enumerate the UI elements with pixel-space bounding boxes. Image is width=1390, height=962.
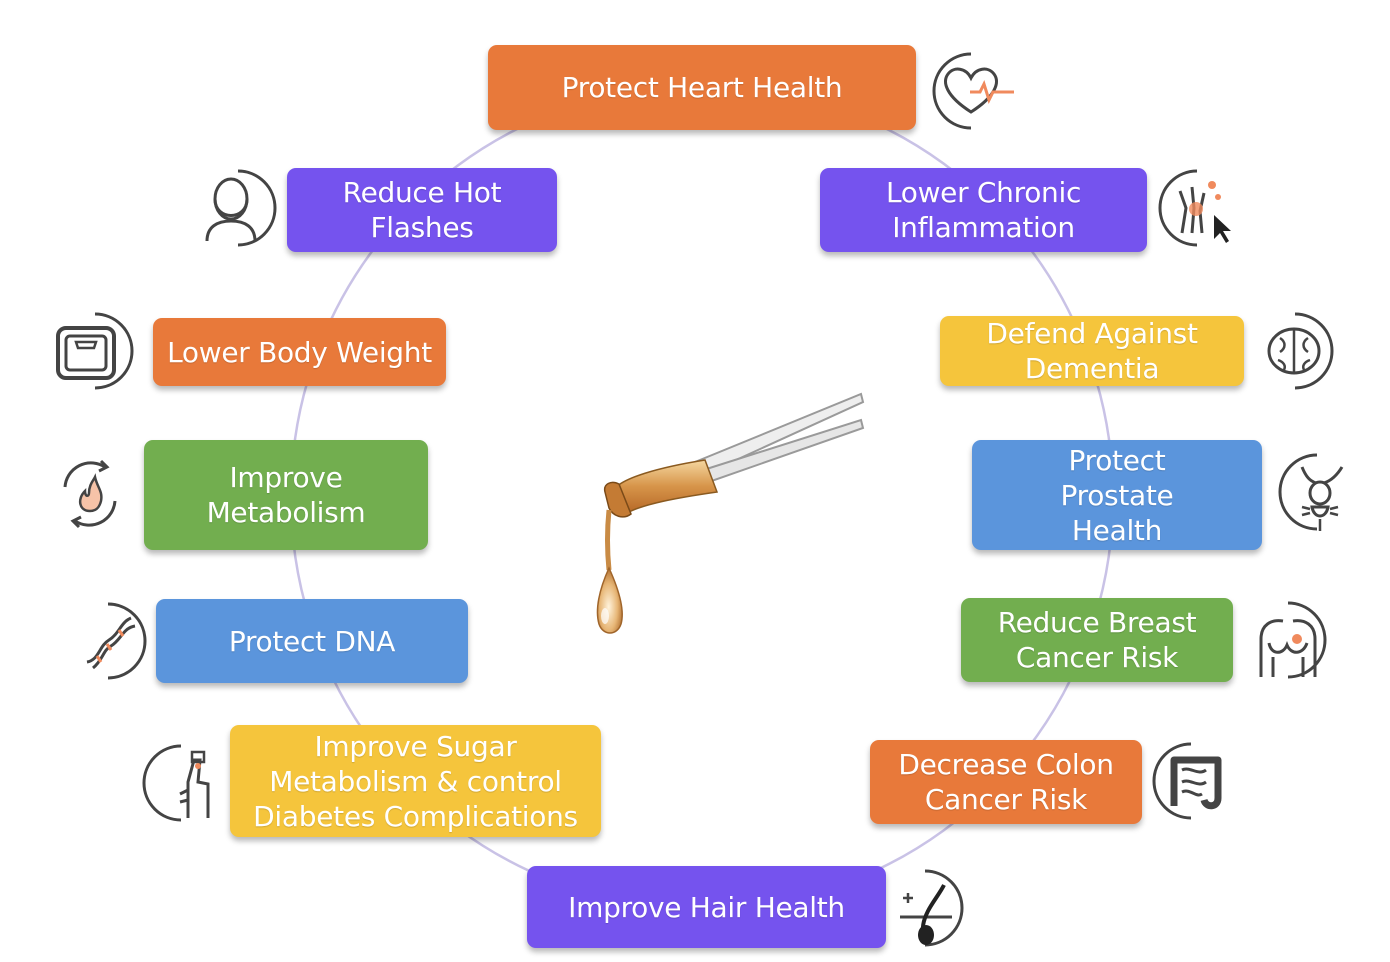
benefit-protect-prostate-health: Protect Prostate Health — [972, 440, 1262, 550]
benefit-protect-dna: Protect DNA — [156, 599, 468, 683]
benefit-defend-against-dementia: Defend Against Dementia — [940, 316, 1244, 386]
benefit-improve-hair-health: Improve Hair Health — [527, 866, 886, 948]
benefit-reduce-breast-cancer-risk: Reduce Breast Cancer Risk — [961, 598, 1233, 682]
hair-follicle-icon — [880, 863, 970, 953]
glucose-test-icon — [136, 738, 226, 828]
benefit-decrease-colon-cancer-risk: Decrease Colon Cancer Risk — [870, 740, 1142, 824]
scale-icon — [50, 306, 140, 396]
breast-icon — [1243, 595, 1333, 685]
woman-icon — [193, 163, 283, 253]
benefit-protect-heart-health: Protect Heart Health — [488, 45, 916, 130]
metabolism-flame-icon — [45, 449, 135, 539]
prostate-icon — [1272, 447, 1362, 537]
oil-dropper-icon — [596, 392, 865, 634]
benefit-reduce-hot-flashes: Reduce Hot Flashes — [287, 168, 557, 252]
heart-pulse-icon — [926, 46, 1016, 136]
benefit-improve-metabolism: Improve Metabolism — [144, 440, 428, 550]
brain-icon — [1250, 306, 1340, 396]
benefit-lower-body-weight: Lower Body Weight — [153, 318, 446, 386]
intestine-icon — [1146, 736, 1236, 826]
benefit-improve-sugar-metabolism: Improve Sugar Metabolism & control Diabe… — [230, 725, 601, 837]
joint-pain-icon — [1152, 163, 1242, 253]
benefit-lower-chronic-inflammation: Lower Chronic Inflammation — [820, 168, 1147, 252]
dna-icon — [63, 596, 153, 686]
